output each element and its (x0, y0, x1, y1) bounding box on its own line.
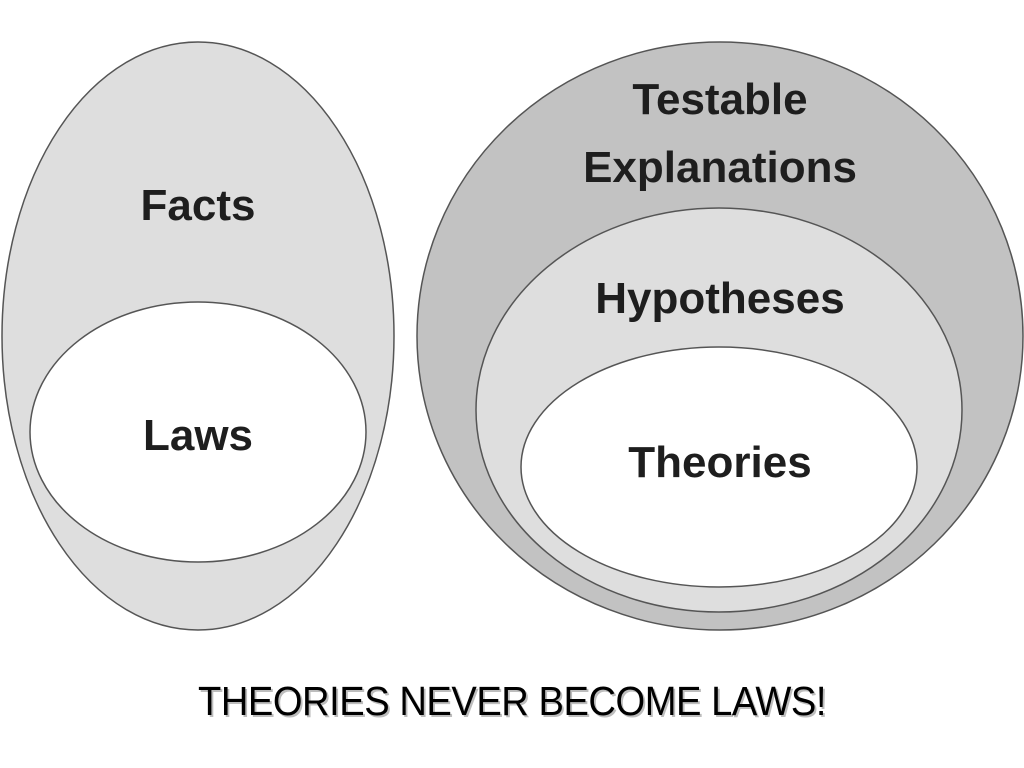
hypotheses-label: Hypotheses (595, 274, 844, 323)
testable-explanations-set: Testable Explanations Hypotheses Theorie… (416, 41, 1024, 631)
laws-ellipse (29, 301, 367, 563)
theories-label: Theories (628, 438, 811, 487)
testable-explanations-label-line1: Testable (632, 75, 807, 124)
facts-set: Facts Laws (1, 41, 395, 631)
caption-text: THEORIES NEVER BECOME LAWS! (197, 678, 827, 724)
testable-explanations-label-line2: Explanations (583, 143, 857, 192)
facts-label: Facts (141, 181, 256, 230)
theories-ellipse (520, 346, 918, 588)
laws-label: Laws (143, 411, 253, 460)
